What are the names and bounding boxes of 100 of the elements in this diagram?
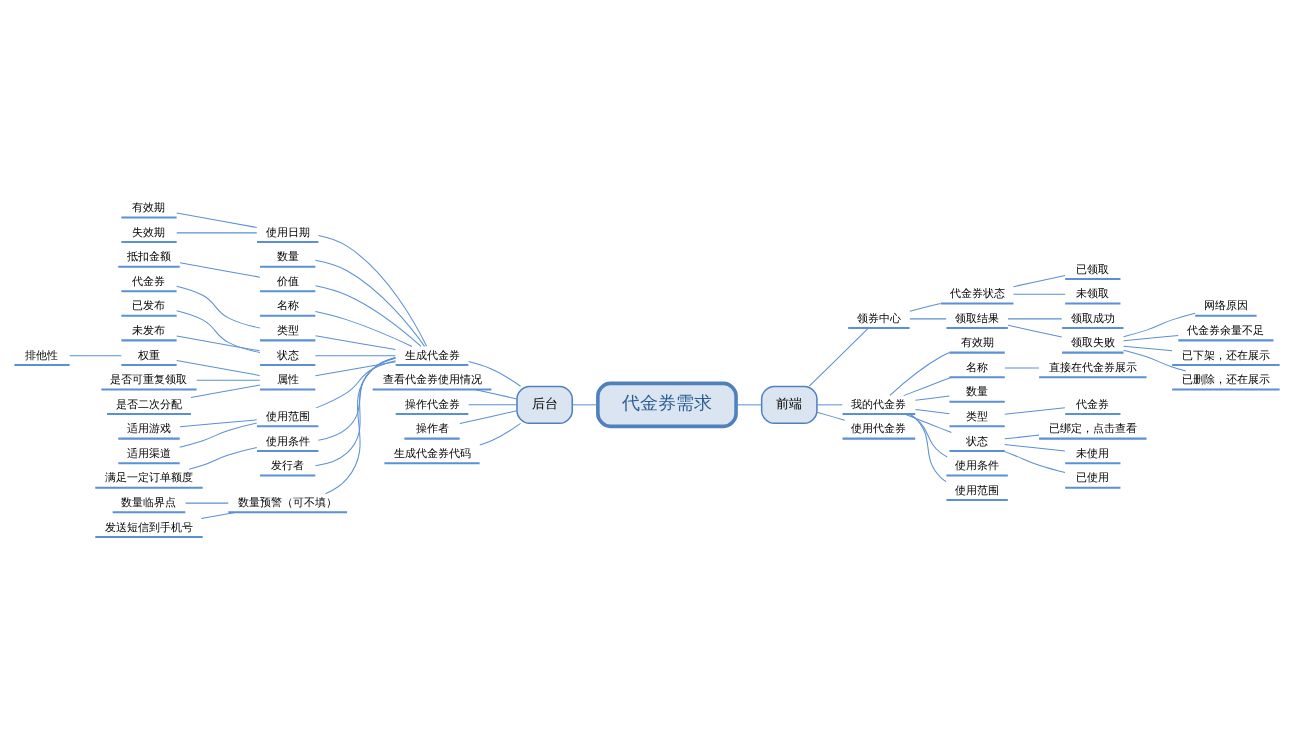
node-text: 已发布 [131, 298, 165, 312]
connector [914, 394, 950, 401]
node-text: 使用条件 [954, 458, 999, 472]
connector [314, 356, 396, 466]
node-text: 使用代金券 [850, 421, 906, 435]
node-text: 使用范围 [954, 483, 999, 497]
connector [478, 422, 521, 446]
node-box: 后台 [515, 385, 573, 424]
connector [184, 502, 229, 504]
node-box: 前端 [760, 385, 818, 424]
connector [909, 413, 947, 482]
connector [1122, 349, 1186, 372]
node-text: 有效期 [131, 200, 165, 214]
connector [888, 351, 950, 396]
node-text: 发送短信到手机号 [104, 520, 193, 534]
connector [1003, 406, 1065, 415]
connector [1122, 345, 1173, 351]
connector [1003, 367, 1039, 368]
node-text: 代金券余量不足 [1186, 323, 1264, 337]
connector [914, 408, 950, 414]
node-text: 生成代金券代码 [393, 446, 471, 460]
node-text: 名称 [965, 360, 988, 374]
connector [175, 334, 260, 351]
connector [1007, 324, 1062, 337]
node-text: 使用条件 [265, 434, 310, 448]
connector [179, 418, 257, 427]
connector [1122, 334, 1179, 341]
connector [902, 376, 952, 396]
connector [1122, 312, 1196, 337]
connector [317, 234, 427, 347]
connector [467, 360, 521, 387]
connector [903, 413, 952, 433]
node-text: 未发布 [131, 323, 165, 337]
node-text: 代金券 [1075, 397, 1109, 411]
node-box: 代金券需求 [595, 381, 738, 428]
connector [68, 354, 122, 356]
connector [175, 212, 257, 228]
node-text: 权重 [137, 348, 160, 362]
node-text: 操作代金券 [404, 397, 460, 411]
node-text: 发行者 [270, 458, 304, 472]
connector [473, 388, 517, 399]
node-text: 属性 [276, 372, 299, 386]
connector [195, 379, 260, 381]
node-text: 操作者 [415, 421, 449, 435]
connector [467, 403, 517, 405]
node-text: 使用日期 [265, 225, 310, 239]
node-text: 代金券 [131, 274, 165, 288]
node-text: 直接在代金券展示 [1048, 360, 1137, 374]
connector [1003, 443, 1065, 452]
connector [190, 384, 260, 398]
connector [571, 403, 598, 405]
connector [200, 511, 236, 519]
connector [907, 413, 948, 458]
node-text: 价值 [276, 274, 299, 288]
connector [175, 359, 260, 376]
node-text: 有效期 [960, 335, 994, 349]
connector [735, 403, 762, 405]
connector [179, 261, 260, 278]
connector [458, 409, 517, 424]
connector [315, 359, 396, 408]
connector [1012, 274, 1066, 287]
node-text: 我的代金券 [850, 397, 906, 411]
node-text: 已下架，还在展示 [1181, 348, 1270, 362]
node-text: 满足一定订单额度 [104, 470, 193, 484]
node-text: 未使用 [1075, 446, 1109, 460]
node-text: 数量 [965, 384, 988, 398]
node-text: 代金券状态 [949, 286, 1005, 300]
connector [1012, 293, 1066, 295]
node-text: 名称 [276, 298, 299, 312]
node-text: 失效期 [131, 225, 165, 239]
connector [188, 446, 257, 470]
node-text: 状态 [965, 434, 988, 448]
node-text: 适用游戏 [126, 421, 171, 435]
connector [314, 334, 396, 350]
connector [314, 284, 421, 347]
connector [816, 411, 845, 421]
node-text: 排他性 [25, 348, 59, 362]
connector [1001, 449, 1066, 473]
node-text: 适用渠道 [126, 446, 171, 460]
node-text: 网络原因 [1203, 298, 1248, 312]
connector [175, 309, 260, 353]
node-text: 未领取 [1075, 286, 1109, 300]
connector [908, 302, 941, 312]
connector [908, 317, 947, 319]
node-text: 是否二次分配 [115, 397, 182, 411]
node-text: 类型 [965, 409, 988, 423]
connector [314, 354, 396, 356]
node-text: 状态 [276, 348, 299, 362]
connector [808, 327, 869, 387]
node-text: 领券中心 [856, 311, 901, 325]
connector [314, 360, 396, 376]
node-text: 查看代金券使用情况 [382, 372, 482, 386]
node-text: 数量 [276, 249, 299, 263]
connector [816, 403, 843, 405]
node-text: 类型 [276, 323, 299, 337]
node-text: 数量预警（可不填） [237, 495, 337, 509]
node-text: 已删除，还在展示 [1181, 372, 1270, 386]
connector [1003, 434, 1039, 439]
connector [324, 356, 396, 494]
connector [1007, 317, 1062, 319]
